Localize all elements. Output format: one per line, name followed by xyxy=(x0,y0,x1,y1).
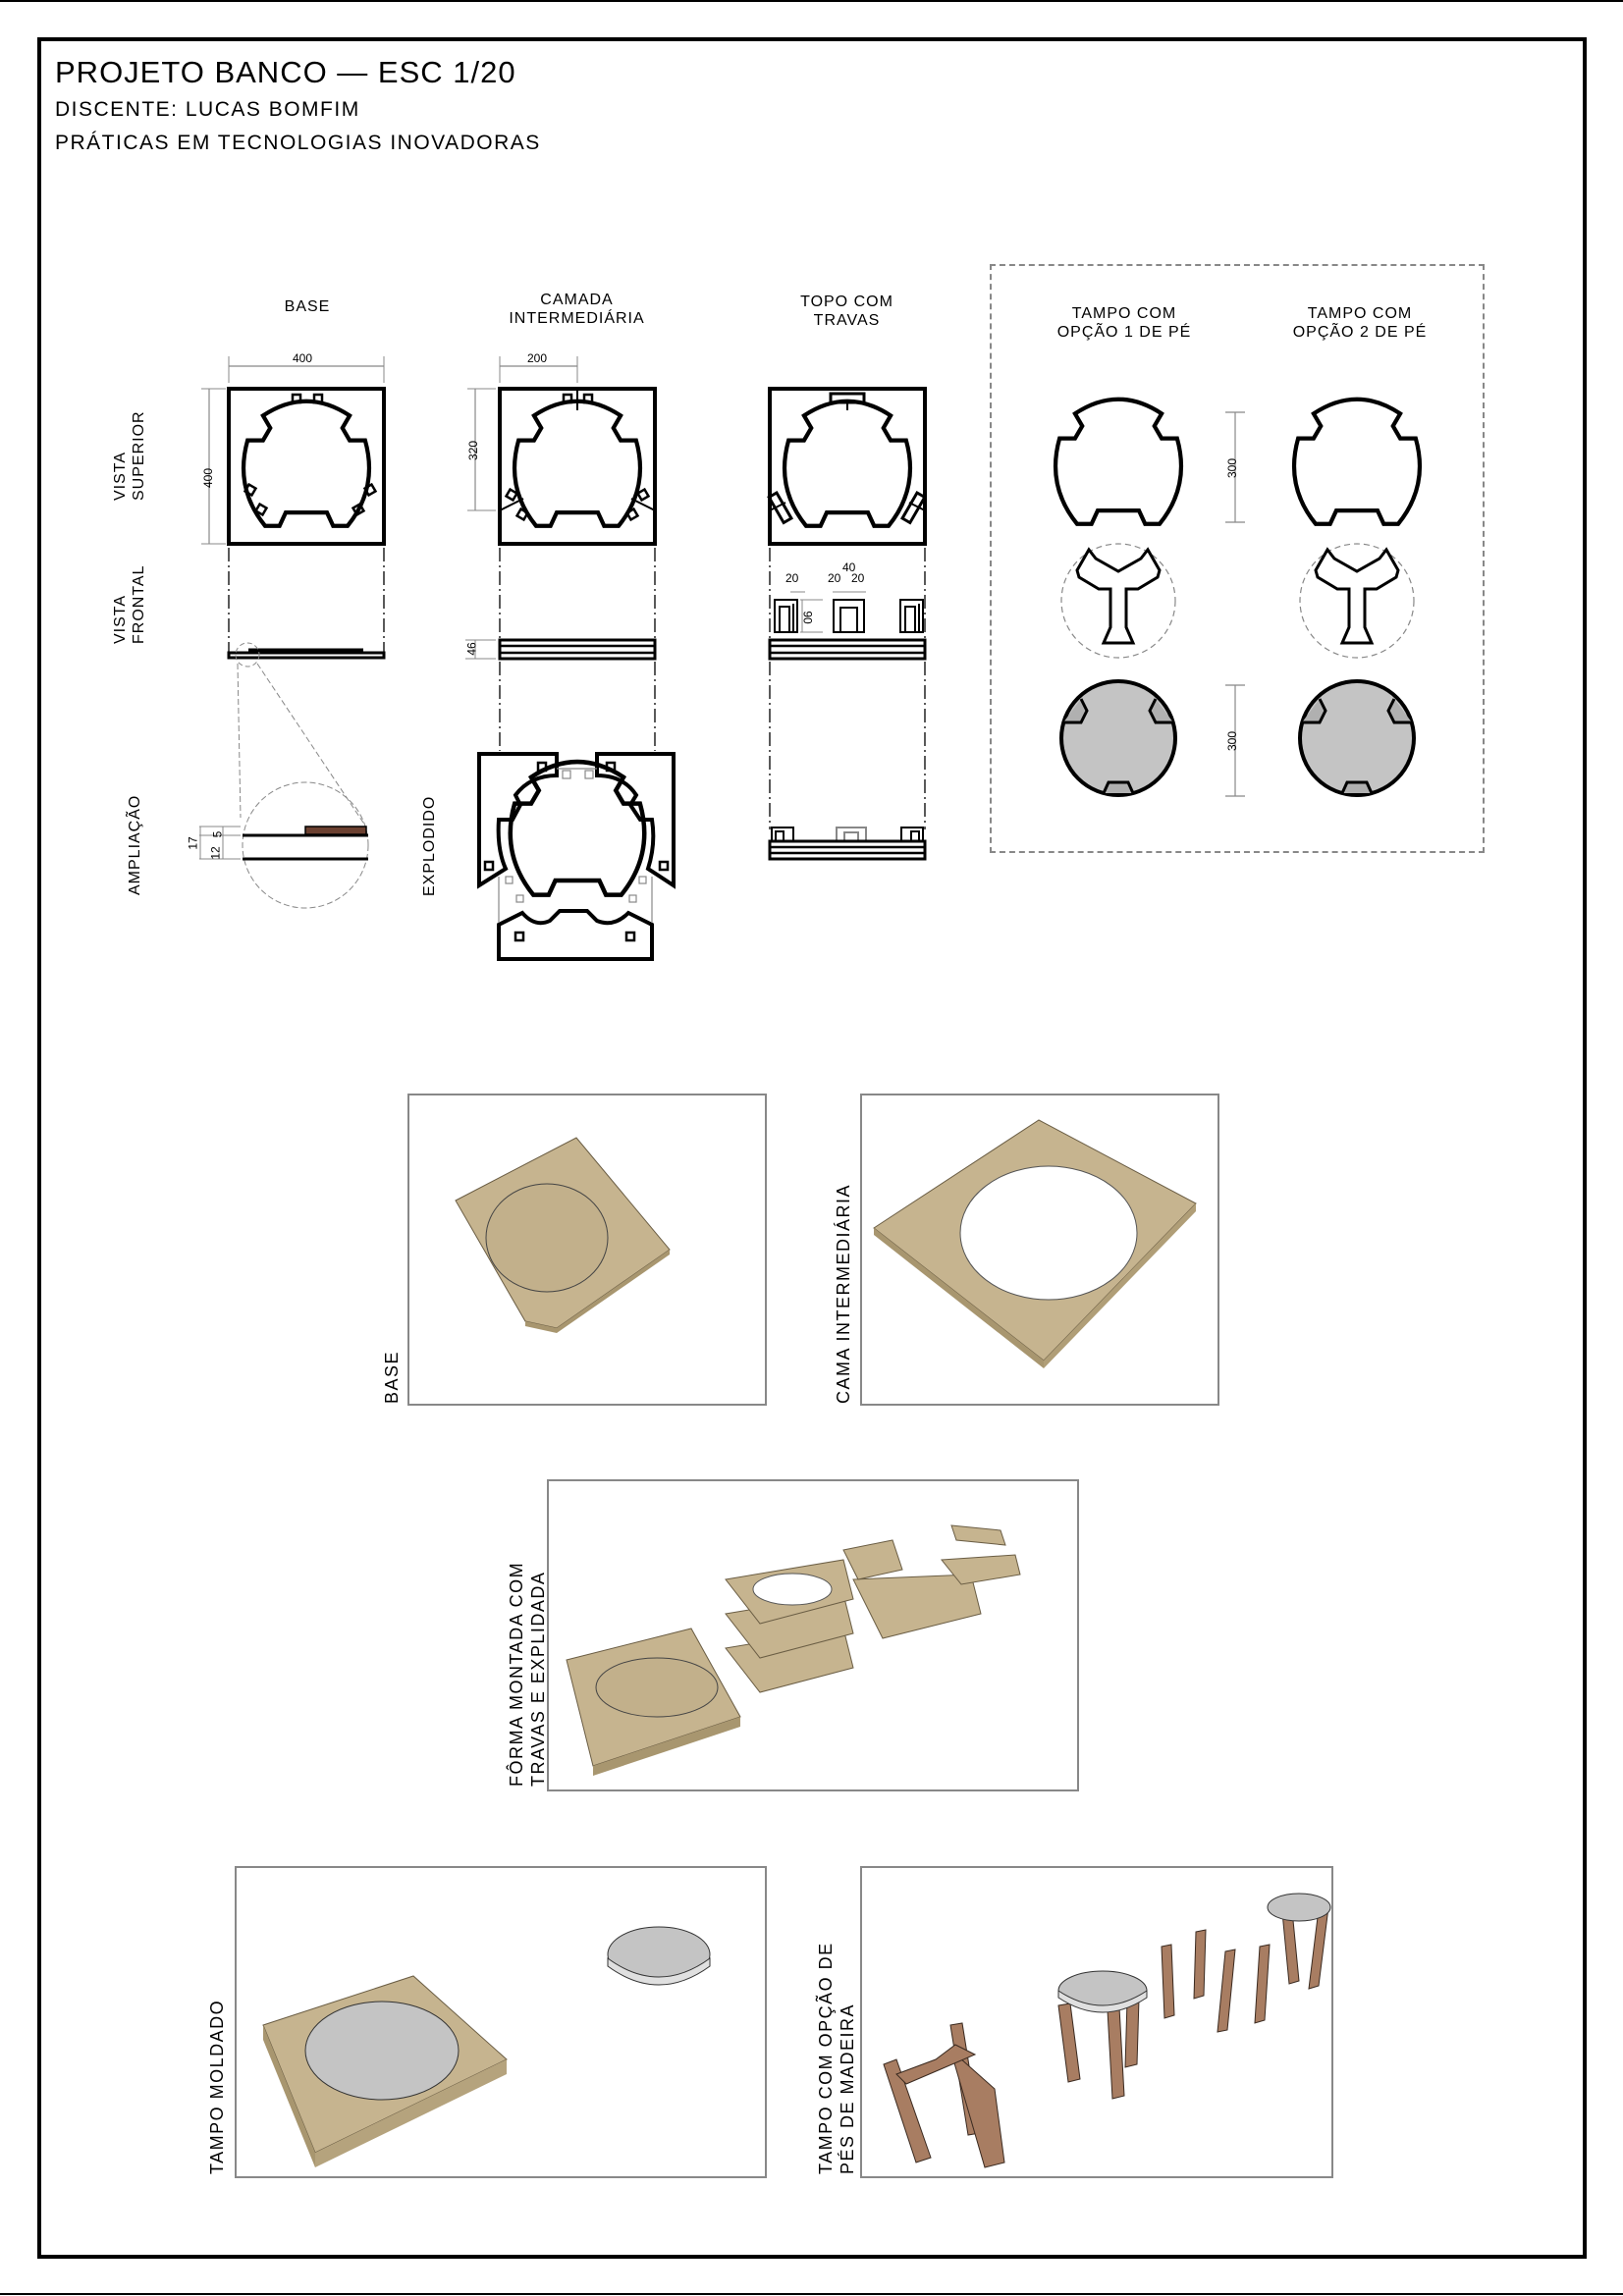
render-molded-top-image xyxy=(262,1926,711,2167)
render-intermediate-panel xyxy=(860,1094,1219,1406)
tampo-dimensions xyxy=(1225,411,1245,797)
page-bottom-rule xyxy=(0,2293,1623,2295)
tampo-option1 xyxy=(1055,400,1181,797)
col-header-base: BASE xyxy=(284,298,331,315)
render-label-base: BASE xyxy=(382,1350,402,1404)
col-header-option1: TAMPO COM OPÇÃO 1 DE PÉ xyxy=(1056,305,1192,341)
dim-lock-height: 90 xyxy=(800,611,815,624)
dim-enlarge-b: 5 xyxy=(210,830,225,838)
render-assembly-image xyxy=(566,1524,1021,1776)
dim-enlarge-a: 12 xyxy=(208,846,223,860)
dim-lock-c: 20 xyxy=(851,571,865,585)
dim-tampo-bottom: 300 xyxy=(1225,730,1240,752)
dim-intermediate-width: 200 xyxy=(527,351,548,365)
col-header-intermediate: CAMADA INTERMEDIÁRIA xyxy=(509,292,645,327)
dim-lock-b: 20 xyxy=(828,571,841,585)
render-assembly-panel xyxy=(547,1479,1079,1791)
top-locks-top-view xyxy=(767,387,927,861)
render-label-wood-legs: TAMPO COM OPÇÃO DE PÉS DE MADEIRA xyxy=(816,1942,857,2174)
render-molded-top-panel xyxy=(235,1866,767,2178)
render-label-molded-top: TAMPO MOLDADO xyxy=(207,1999,227,2174)
dim-tampo-top: 300 xyxy=(1225,457,1240,479)
render-base-image xyxy=(455,1137,671,1333)
col-header-option2: TAMPO COM OPÇÃO 2 DE PÉ xyxy=(1292,305,1428,341)
drawing-frame xyxy=(37,37,1587,2259)
col-header-top-locks: TOPO COM TRAVAS xyxy=(800,294,893,329)
dim-base-height: 400 xyxy=(201,467,216,489)
render-wood-legs-image xyxy=(883,1893,1331,2168)
intermediate-top-view xyxy=(465,356,657,751)
render-intermediate-image xyxy=(873,1119,1197,1368)
render-wood-legs-panel xyxy=(860,1866,1333,2178)
dim-lock-total: 40 xyxy=(842,561,856,574)
dim-intermediate-height: 320 xyxy=(466,440,481,461)
dim-base-width: 400 xyxy=(293,351,313,365)
student-name: DISCENTE: LUCAS BOMFIM xyxy=(55,98,360,121)
sheet-title: PROJETO BANCO — ESC 1/20 xyxy=(55,55,516,89)
page-top-rule xyxy=(0,0,1623,2)
dim-lock-a: 20 xyxy=(785,571,799,585)
intermediate-exploded-view xyxy=(477,752,676,961)
dim-intermediate-thickness: 46 xyxy=(464,642,479,656)
render-label-assembly: FÔRMA MONTADA COM TRAVAS E EXPLIDADA xyxy=(507,1561,548,1787)
dim-enlarge-total: 17 xyxy=(186,836,200,850)
tampo-option2 xyxy=(1294,400,1420,797)
render-base-panel xyxy=(407,1094,767,1406)
base-top-view xyxy=(199,356,386,909)
course-name: PRÁTICAS EM TECNOLOGIAS INOVADORAS xyxy=(55,132,541,154)
tampo-options-box xyxy=(990,264,1485,853)
render-label-intermediate: CAMA INTERMEDIÁRIA xyxy=(834,1183,853,1404)
